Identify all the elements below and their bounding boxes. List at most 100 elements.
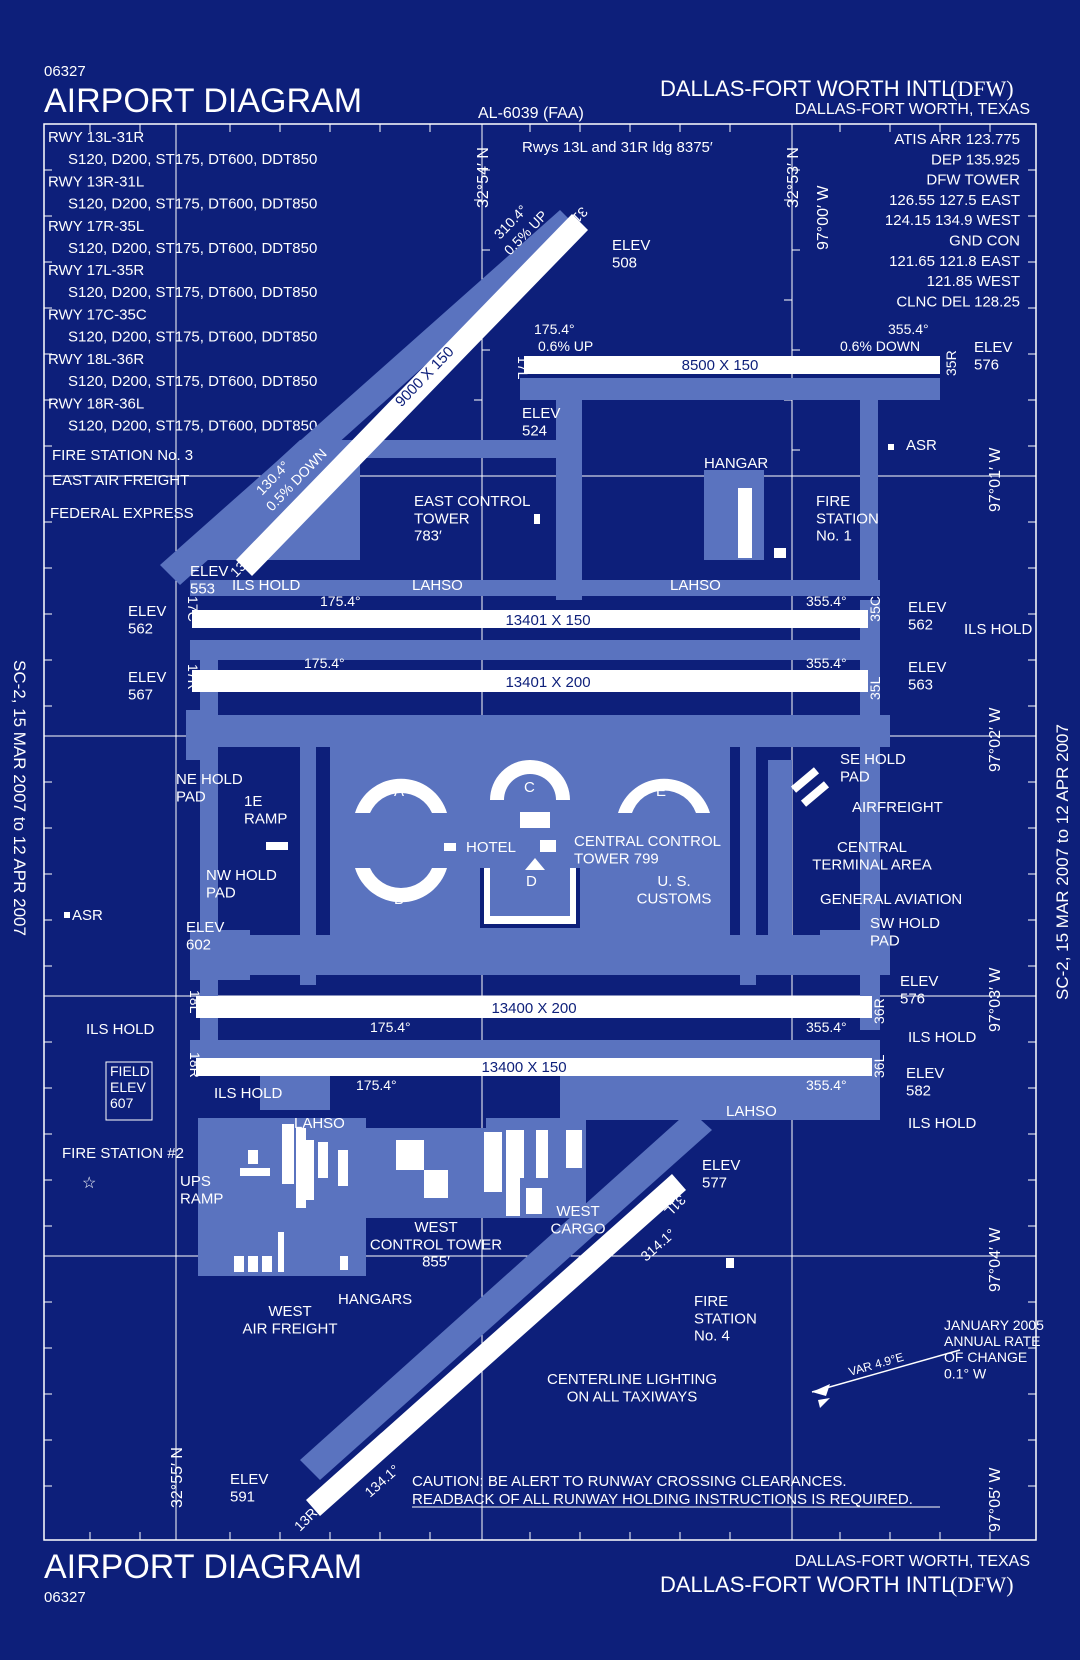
caution-note: READBACK OF ALL RUNWAY HOLDING INSTRUCTI… (412, 1491, 913, 1508)
asr-label: ASR (906, 437, 937, 454)
frequency-line: 124.15 134.9 WEST (885, 212, 1020, 229)
arrow-head-icon (812, 1384, 830, 1396)
runway-strength-title: RWY 17L-35R (48, 262, 144, 279)
ils-hold-label: ILS HOLD (86, 1021, 155, 1038)
rwy-end-36l: 36L (871, 1054, 887, 1078)
runway-strength-title: RWY 13R-31L (48, 173, 144, 190)
runway-13l-31r (236, 214, 588, 576)
rwy-end-18r: 18R (187, 1052, 203, 1078)
runway-17l-dims: 8500 X 150 (682, 357, 759, 374)
chart-code-bottom: 06327 (44, 1589, 86, 1606)
longitude-label: 97°03′ W (987, 967, 1004, 1032)
runway-17c-35c (192, 610, 868, 628)
ils-hold-label: ILS HOLD (964, 621, 1033, 638)
lahso-label: LAHSO (412, 577, 463, 594)
lahso-label: LAHSO (726, 1103, 777, 1120)
footer: AIRPORT DIAGRAM 06327 DALLAS-FORT WORTH,… (44, 1548, 1030, 1606)
arrow-tail-icon (818, 1398, 830, 1408)
fire-station-star-icon: ☆ (82, 1175, 96, 1192)
frequency-line: 121.85 WEST (927, 273, 1020, 290)
runway-18l-36r (196, 996, 872, 1018)
frequency-line: 126.55 127.5 EAST (889, 192, 1020, 209)
rwy-end-18l: 18L (187, 990, 203, 1014)
runway-17r-35l (192, 670, 868, 692)
chart-title-top: AIRPORT DIAGRAM (44, 82, 362, 120)
bearing-label: 175.4° (356, 1077, 397, 1093)
area-label: GENERAL AVIATION (820, 891, 962, 908)
airport-name-bottom: DALLAS-FORT WORTH INTL (660, 1572, 953, 1597)
frequency-line: DFW TOWER (926, 172, 1020, 189)
runway-strength-ratings: S120, D200, ST175, DT600, DDT850 (68, 329, 317, 346)
area-label: AIRFREIGHT (852, 799, 943, 816)
longitude-label: 97°04′ W (987, 1227, 1004, 1292)
coordinate-labels: 32°54′ N 32°53′ N 32°55′ N 97°00′ W 97°0… (169, 147, 1004, 1532)
bearing-label: 175.4° (370, 1019, 411, 1035)
rwy-end-17l: 17L (515, 356, 531, 380)
runway-strength-title: RWY 18R-36L (48, 395, 144, 412)
runway-17l-35r (524, 356, 940, 374)
frequency-line: DEP 135.925 (931, 151, 1020, 168)
runway-strength-ratings: S120, D200, ST175, DT600, DDT850 (68, 417, 317, 434)
runway-13r-31l (306, 1174, 686, 1516)
latitude-label: 32°55′ N (169, 1447, 186, 1508)
runway-strength-title: RWY 17C-35C (48, 307, 147, 324)
lahso-label: LAHSO (294, 1115, 345, 1132)
ils-hold-label: ILS HOLD (908, 1115, 977, 1132)
buildings (64, 444, 894, 1272)
runway-strength-title: RWY 18L-36R (48, 351, 144, 368)
area-label: FEDERAL EXPRESS (50, 505, 194, 522)
header: 06327 AIRPORT DIAGRAM DALLAS-FORT WORTH … (44, 63, 1030, 122)
runway-strength-title: RWY 13L-31R (48, 129, 144, 146)
bearing-label: 355.4° (806, 1077, 847, 1093)
runway-strength-ratings: S120, D200, ST175, DT600, DDT850 (68, 373, 317, 390)
terminals (355, 760, 710, 928)
chart-id: AL-6039 (FAA) (478, 105, 584, 122)
airport-name-top: DALLAS-FORT WORTH INTL (660, 76, 953, 101)
bearing-label: 355.4° (806, 593, 847, 609)
bearing-label: 175.4° (320, 593, 361, 609)
airport-location-bottom: DALLAS-FORT WORTH, TEXAS (795, 1553, 1030, 1570)
bearing-label: 175.4° (534, 321, 575, 337)
terminal-label: E (656, 783, 666, 800)
runway-strength-ratings: S120, D200, ST175, DT600, DDT850 (68, 240, 317, 257)
gradient-label: 0.6% DOWN (840, 338, 920, 354)
runway-strength-ratings: S120, D200, ST175, DT600, DDT850 (68, 195, 317, 212)
runway-strength-list: RWY 13L-31R S120, D200, ST175, DT600, DDT… (48, 129, 317, 434)
terminal-label: D (526, 873, 537, 890)
lahso-label: LAHSO (670, 577, 721, 594)
terminal-label: B (394, 891, 404, 908)
frequency-line: CLNC DEL 128.25 (896, 293, 1020, 310)
runway-18l-dims: 13400 X 200 (491, 1000, 576, 1017)
airport-id-top: (DFW) (950, 76, 1014, 101)
area-label: HANGAR (704, 455, 768, 472)
building-label: U. S.CUSTOMS (637, 873, 712, 907)
ils-hold-label: ILS HOLD (232, 577, 301, 594)
longitude-label: 97°05′ W (987, 1467, 1004, 1532)
side-date-left: SC-2, 15 MAR 2007 to 12 APR 2007 (10, 660, 29, 936)
area-label: HANGARS (338, 1291, 412, 1308)
rwy-end-17r: 17R (185, 664, 201, 690)
